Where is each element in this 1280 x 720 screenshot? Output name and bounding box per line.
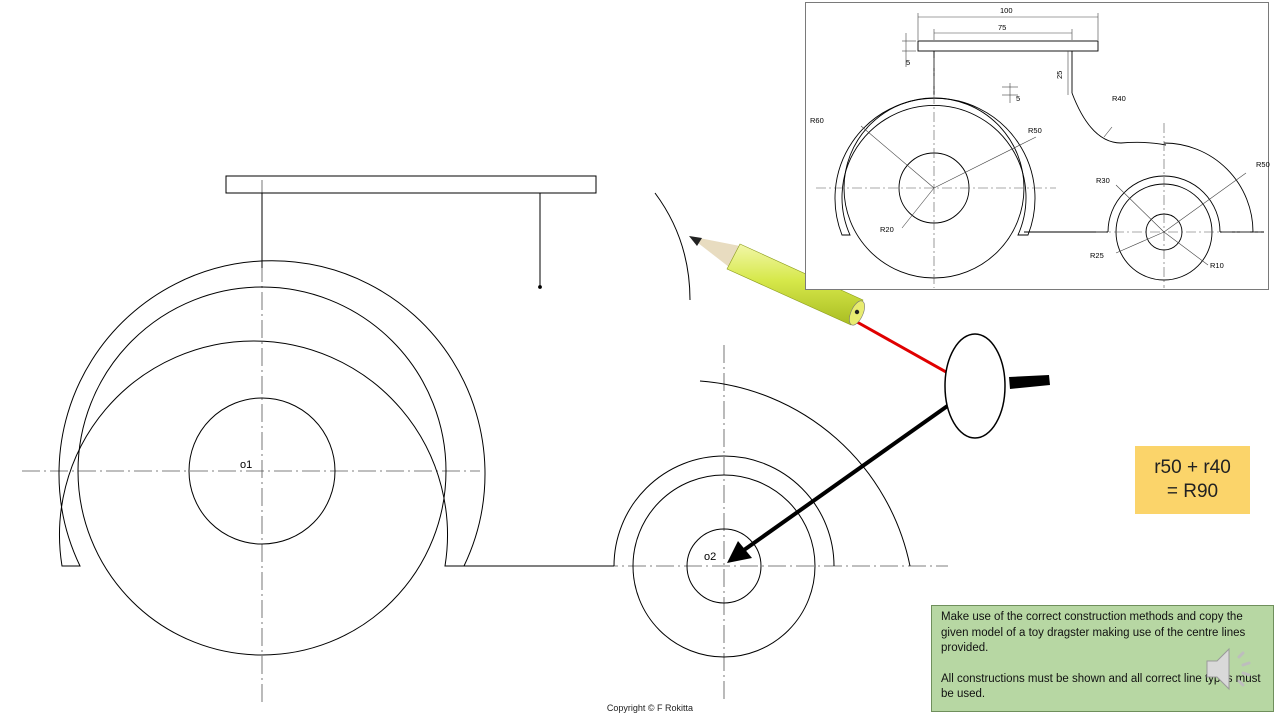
dim-r25: R25 [1090, 251, 1104, 260]
compass-arm [727, 388, 972, 563]
formula-line-1: r50 + r40 [1154, 457, 1231, 478]
instructions-box: Make use of the correct construction met… [931, 605, 1274, 712]
dim-r10: R10 [1210, 261, 1224, 270]
dim-25: 25 [1055, 71, 1064, 79]
partial-arc [654, 192, 691, 301]
formula-line-2: = R90 [1166, 481, 1219, 502]
instructions-paragraph-2: All constructions must be shown and all … [941, 672, 1261, 701]
front-wheel [613, 380, 911, 658]
dim-100: 100 [1000, 6, 1013, 15]
dim-r60: R60 [810, 116, 824, 125]
dim-5-top: 5 [906, 58, 910, 67]
reference-drawing-svg: 100 75 5 5 25 R60 R50 R40 R50 R30 R20 R2… [810, 6, 1270, 288]
label-o1: o1 [240, 459, 252, 471]
compass-icon [944, 333, 1050, 439]
speaker-icon[interactable] [1203, 643, 1259, 695]
rear-wheel [58, 260, 486, 656]
dim-r40: R40 [1112, 94, 1126, 103]
roll-bar [225, 175, 597, 289]
instructions-paragraph-1: Make use of the correct construction met… [941, 611, 1246, 654]
dim-r20: R20 [880, 225, 894, 234]
dim-r50-left: R50 [1028, 126, 1042, 135]
reference-drawing: 100 75 5 5 25 R60 R50 R40 R50 R30 R20 R2… [805, 2, 1270, 290]
pencil-icon [689, 236, 865, 326]
dim-75: 75 [998, 23, 1006, 32]
formula-callout: r50 + r40 = R90 [1135, 446, 1250, 514]
dim-5-mid: 5 [1016, 94, 1020, 103]
dim-r50-right: R50 [1256, 160, 1270, 169]
copyright-text: Copyright © F Rokitta [606, 703, 694, 713]
dim-r30: R30 [1096, 176, 1110, 185]
label-o2: o2 [704, 551, 716, 563]
